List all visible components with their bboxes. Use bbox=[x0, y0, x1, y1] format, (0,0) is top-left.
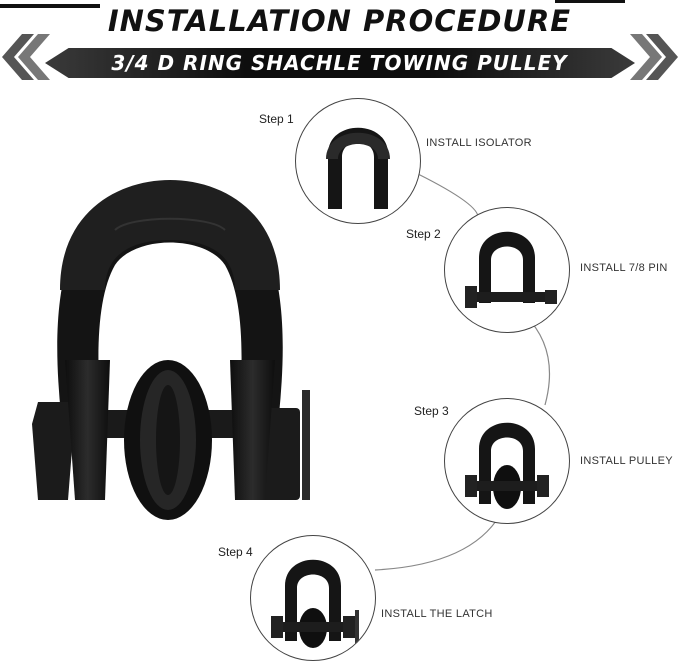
page-title: INSTALLATION PROCEDURE bbox=[107, 4, 572, 38]
step-2-label: Step 2 bbox=[406, 227, 441, 241]
latch-installed-image bbox=[271, 559, 359, 648]
title-rule-right bbox=[555, 0, 625, 3]
step-4-circle bbox=[250, 535, 376, 661]
step-1-circle bbox=[295, 98, 421, 224]
pin-installed-image bbox=[465, 231, 557, 308]
chevron-right-icon bbox=[630, 34, 678, 80]
isolator-image bbox=[326, 127, 390, 209]
chevron-left-icon bbox=[2, 34, 50, 80]
step-4-description: INSTALL THE LATCH bbox=[381, 608, 493, 620]
shackle-pulley-product-image bbox=[32, 180, 310, 520]
step-3-description: INSTALL PULLEY bbox=[580, 455, 673, 467]
step-1-description: INSTALL ISOLATOR bbox=[426, 137, 532, 149]
step-3-label: Step 3 bbox=[414, 404, 449, 418]
pulley-installed-image bbox=[465, 422, 549, 509]
step-2-description: INSTALL 7/8 PIN bbox=[580, 262, 668, 274]
title-rule-left bbox=[0, 4, 100, 8]
step-1-label: Step 1 bbox=[259, 112, 294, 126]
step-4-label: Step 4 bbox=[218, 545, 253, 559]
page-subtitle: 3/4 D RING SHACHLE TOWING PULLEY bbox=[111, 51, 568, 75]
step-2-circle bbox=[444, 207, 570, 333]
step-3-circle bbox=[444, 398, 570, 524]
subtitle-banner bbox=[45, 48, 635, 78]
